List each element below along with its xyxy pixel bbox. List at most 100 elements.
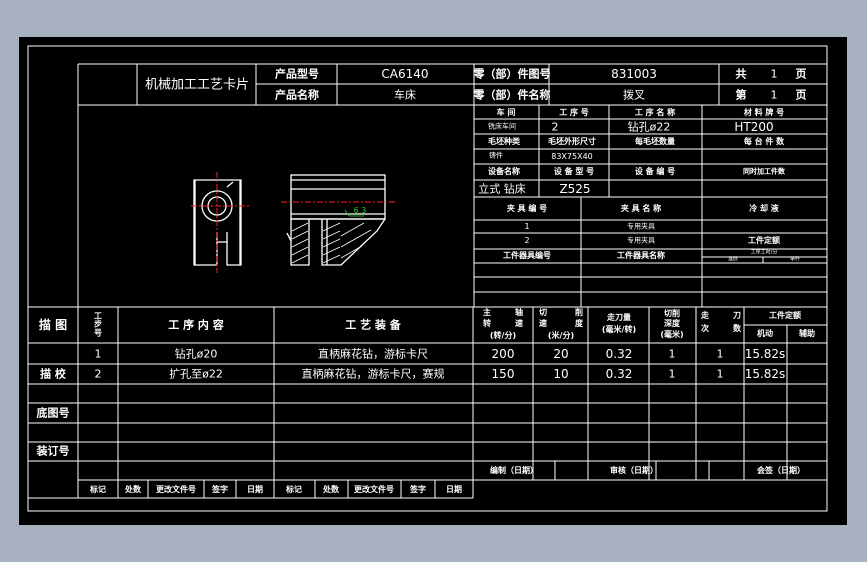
footer-compile: 编制（日期） — [490, 466, 538, 475]
col-quota: 工件定额 — [769, 311, 801, 320]
op-name-label: 工 序 名 称 — [634, 108, 676, 117]
row-2-passes: 1 — [716, 367, 724, 381]
part-no-label: 零（部）件图号 — [473, 67, 551, 81]
part-no: 831003 — [611, 67, 657, 81]
section-hatch — [291, 222, 372, 264]
side-check: 描 校 — [40, 367, 66, 381]
row-1-passes: 1 — [716, 347, 724, 361]
row-2-depth: 1 — [668, 367, 676, 381]
total-page-unit: 页 — [795, 67, 807, 81]
row-1-depth: 1 — [668, 347, 676, 361]
blank-type-label: 毛坯种类 — [488, 137, 520, 146]
side-base-no: 底图号 — [36, 406, 70, 420]
prep-label: 准终 — [727, 256, 739, 263]
fixture-name-label: 夹 具 名 称 — [620, 204, 662, 213]
equip-model-value: Z525 — [559, 182, 591, 196]
col-speed-l4: 速 — [515, 319, 523, 328]
row-1-machine: 15.82s — [744, 347, 786, 361]
row-2-equip: 直柄麻花钻，游标卡尺，赛规 — [301, 367, 445, 381]
product-name: 车床 — [394, 88, 416, 102]
total-value: 1 — [770, 67, 778, 81]
page-label: 第 — [735, 88, 747, 102]
drawing-canvas: 6.3 机械加工工艺卡片 产品型号 CA6140 产品名称 车床 零（部）件图号… — [19, 37, 847, 525]
row-2-step: 2 — [94, 367, 102, 381]
col-speed-l1: 主 — [483, 308, 491, 317]
row-1-cut: 20 — [553, 347, 569, 361]
row-2-content: 扩孔至ø22 — [169, 367, 223, 381]
row-1-speed: 200 — [491, 347, 515, 361]
op-name-value: 钻孔ø22 — [627, 120, 671, 134]
unit-time-label: 工序工时/分 — [750, 249, 778, 256]
part-name: 拨叉 — [623, 88, 645, 102]
roughness-label: 6.3 — [353, 206, 367, 215]
col-feed-unit: (毫米/转) — [601, 325, 637, 334]
footer-mark-2: 标记 — [286, 485, 302, 494]
col-step: 工步号 — [94, 311, 102, 338]
blank-type-value: 铸件 — [489, 151, 503, 160]
footer-sign: 会签（日期） — [757, 466, 805, 475]
col-machine: 机动 — [757, 329, 773, 338]
page-unit: 页 — [795, 88, 807, 102]
blank-size-label: 毛坯外形尺寸 — [548, 137, 596, 146]
station-tool-no-label: 工件器具编号 — [503, 251, 551, 260]
footer-review: 审核（日期） — [610, 466, 658, 475]
product-name-label: 产品名称 — [275, 88, 319, 102]
row-2-speed: 150 — [491, 367, 515, 381]
col-speed-l3: 转 — [483, 319, 491, 328]
single-label: 单件 — [789, 256, 801, 263]
fixture-row-1-no: 1 — [524, 222, 530, 231]
footer-date-2: 日期 — [446, 485, 462, 494]
fixture-no-label: 夹 具 编 号 — [506, 204, 548, 213]
footer-mark: 标记 — [90, 485, 106, 494]
row-2-feed: 0.32 — [605, 367, 633, 381]
per-unit-label: 每 台 件 数 — [743, 137, 785, 146]
table-grid — [27, 45, 828, 512]
footer-doc-2: 更改文件号 — [354, 485, 394, 494]
footer-doc: 更改文件号 — [156, 485, 196, 494]
card-title: 机械加工工艺卡片 — [144, 77, 250, 93]
col-depth-unit: (毫米) — [660, 330, 684, 339]
seq-value: 2 — [551, 120, 559, 134]
blank-count-label: 每毛坯数量 — [635, 137, 675, 146]
row-2-cut: 10 — [553, 367, 569, 381]
col-cut-l2: 削 — [575, 308, 583, 317]
outer-border — [27, 45, 828, 512]
col-cut-l3: 速 — [539, 319, 547, 328]
fixture-row-2-name: 专用夹具 — [627, 236, 655, 245]
workshop-value: 铣床车间 — [488, 122, 516, 131]
footer-signature-2: 签字 — [410, 485, 426, 494]
station-tool-name-label: 工件器具名称 — [617, 251, 665, 260]
col-speed-unit: (转/分) — [489, 331, 517, 340]
footer-place: 处数 — [125, 485, 141, 494]
footer-signature: 签字 — [212, 485, 228, 494]
simul-label: 同时加工件数 — [743, 167, 785, 176]
dimension-mark — [344, 209, 364, 217]
col-cut-l4: 度 — [575, 319, 583, 328]
col-depth-l1: 切削 — [664, 309, 680, 318]
equip-name-label: 设备名称 — [488, 167, 520, 176]
time-quota-label: 工件定额 — [748, 236, 780, 245]
footer-date: 日期 — [247, 485, 263, 494]
row-1-feed: 0.32 — [605, 347, 633, 361]
page-value: 1 — [770, 88, 778, 102]
blank-size-value: 83X75X40 — [551, 152, 593, 161]
workshop-label: 车 间 — [496, 108, 516, 117]
part-side-view — [286, 174, 386, 266]
row-2-machine: 15.82s — [744, 367, 786, 381]
col-cut-l1: 切 — [539, 308, 547, 317]
fixture-row-2-no: 2 — [524, 236, 530, 245]
col-passes-l1: 走 — [701, 311, 709, 320]
fixture-row-1-name: 专用夹具 — [627, 222, 655, 231]
footer-place-2: 处数 — [323, 485, 339, 494]
row-1-equip: 直柄麻花钻，游标卡尺 — [318, 347, 428, 361]
col-content: 工 序 内 容 — [168, 318, 224, 332]
equip-no-label: 设 备 编 号 — [634, 167, 676, 176]
equip-model-label: 设 备 型 号 — [553, 167, 595, 176]
col-cut-unit: (米/分) — [547, 331, 575, 340]
material-label: 材 料 牌 号 — [743, 108, 785, 117]
seq-label: 工 序 号 — [559, 108, 589, 117]
col-equip: 工 艺 装 备 — [345, 318, 401, 332]
side-draw: 描 图 — [38, 318, 68, 332]
total-label: 共 — [735, 67, 747, 81]
col-aux: 辅助 — [799, 329, 815, 338]
